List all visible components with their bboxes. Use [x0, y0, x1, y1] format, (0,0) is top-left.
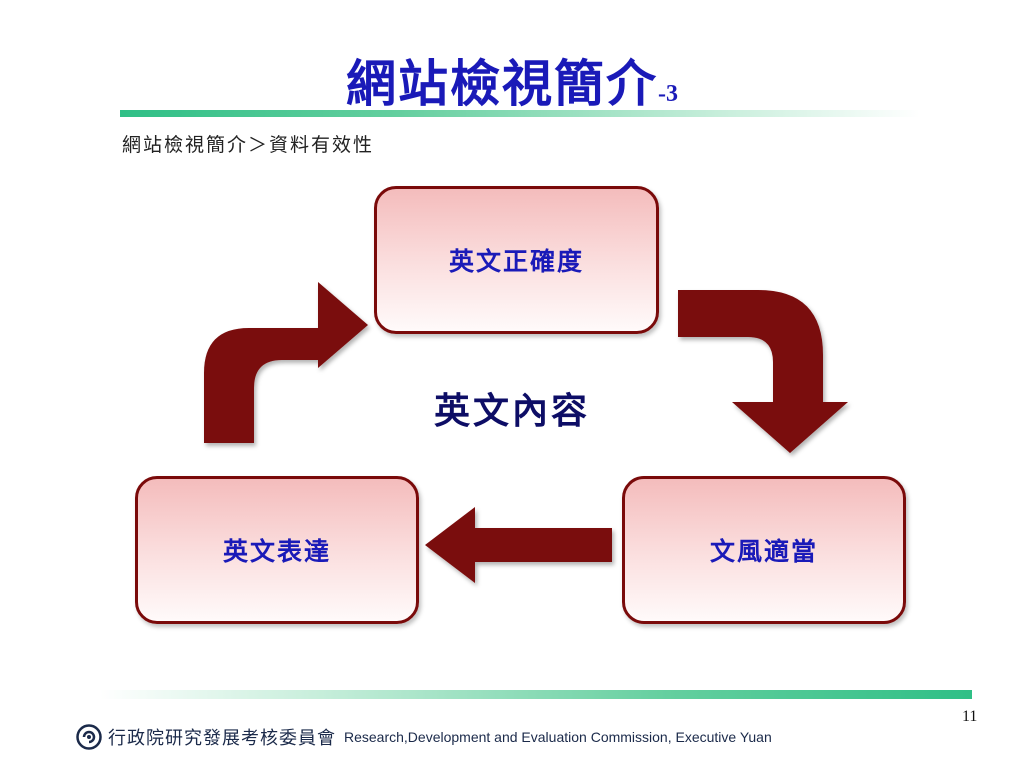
title-underline: [120, 110, 920, 117]
arrow-top-to-right: [678, 290, 848, 453]
node-english-expression: 英文表達: [135, 476, 419, 624]
node-english-accuracy-label: 英文正確度: [448, 247, 584, 276]
footer-org-name-zh: 行政院研究發展考核委員會: [108, 728, 336, 749]
page-number: 11: [962, 708, 978, 725]
arrow-left-to-top: [204, 282, 368, 443]
footer-rule: [100, 690, 972, 699]
node-english-expression-label: 英文表達: [222, 537, 331, 566]
footer-org-name-en: Research,Development and Evaluation Comm…: [344, 729, 772, 745]
node-appropriate-style-label: 文風適當: [709, 537, 818, 566]
rdec-logo-icon: [76, 724, 102, 750]
node-english-accuracy: 英文正確度: [374, 186, 659, 334]
slide-title-text: 網站檢視簡介: [346, 54, 658, 113]
node-appropriate-style: 文風適當: [622, 476, 906, 624]
slide-title: 網站檢視簡介-3: [0, 44, 1024, 116]
breadcrumb: 網站檢視簡介＞資料有效性: [122, 134, 375, 156]
arrow-right-to-left: [425, 507, 612, 583]
slide-title-suffix: -3: [658, 81, 678, 107]
footer: 行政院研究發展考核委員會 Research,Development and Ev…: [76, 722, 772, 752]
diagram-center-label: 英文內容: [433, 390, 590, 432]
